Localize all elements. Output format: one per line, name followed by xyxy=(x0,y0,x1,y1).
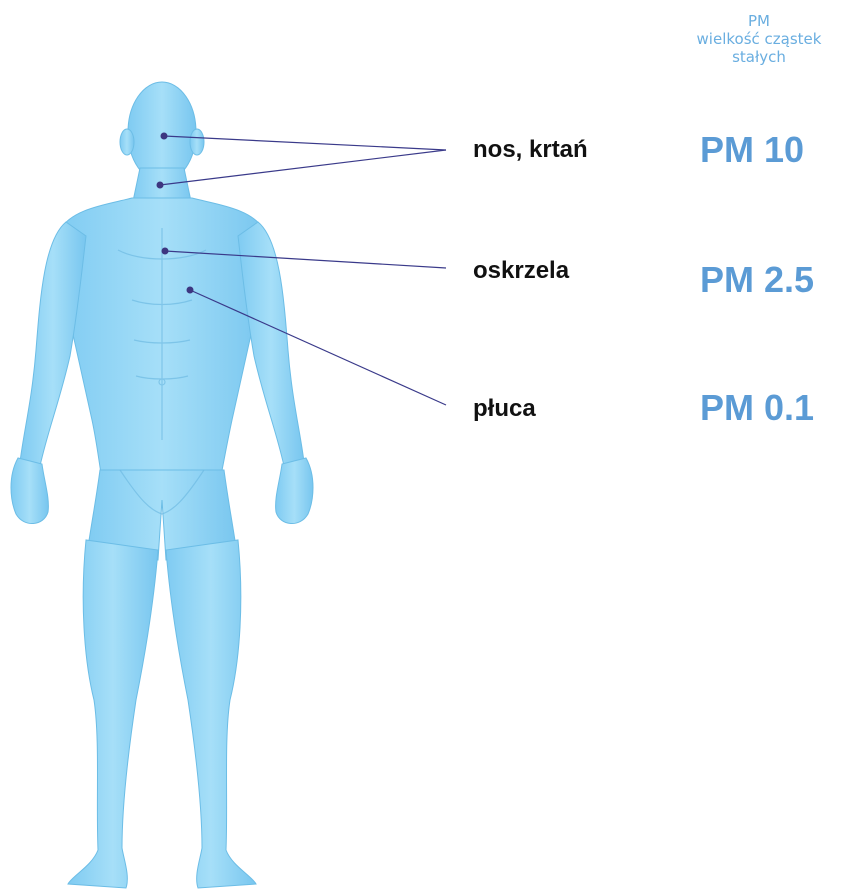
human-silhouette xyxy=(11,82,313,888)
dot-throat xyxy=(157,182,164,189)
head xyxy=(128,82,196,182)
leader-line-throat xyxy=(160,150,446,185)
organ-label-bronchi: oskrzela xyxy=(473,257,569,285)
header-line-3: stałych xyxy=(676,48,842,66)
dot-nose xyxy=(161,133,168,140)
pm-value-0-1: PM 0.1 xyxy=(700,388,814,428)
pm-value-10: PM 10 xyxy=(700,130,804,170)
header-line-1: PM xyxy=(676,12,842,30)
right-ear xyxy=(190,129,204,155)
dot-bronchi xyxy=(162,248,169,255)
pm-value-2-5: PM 2.5 xyxy=(700,260,814,300)
left-leg xyxy=(68,540,158,888)
right-leg xyxy=(166,540,256,888)
right-hand xyxy=(276,458,313,524)
header-line-2: wielkość cząstek xyxy=(676,30,842,48)
organ-label-nose-larynx: nos, krtań xyxy=(473,136,588,164)
dot-lungs xyxy=(187,287,194,294)
left-ear xyxy=(120,129,134,155)
left-hand xyxy=(11,458,48,524)
pm-column-header: PM wielkość cząstek stałych xyxy=(676,12,842,66)
leader-line-nose xyxy=(164,136,446,150)
organ-label-lungs: płuca xyxy=(473,395,536,423)
